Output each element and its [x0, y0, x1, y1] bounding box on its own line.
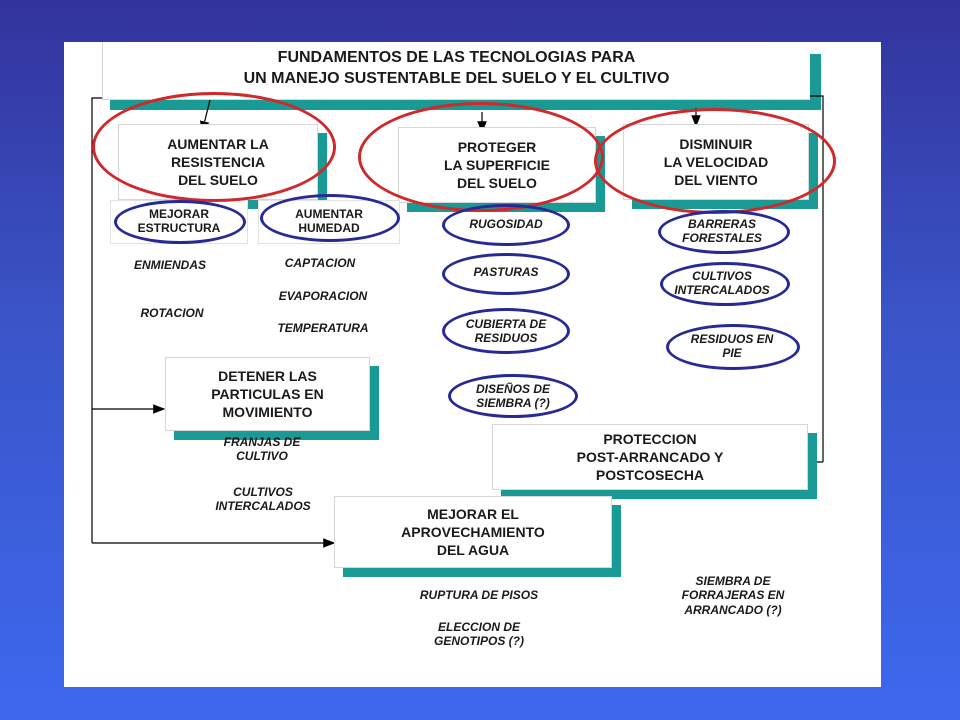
highlight-ellipse-rugosidad	[442, 204, 570, 246]
text-enmiendas: ENMIENDAS	[133, 258, 206, 272]
slide-canvas: FUNDAMENTOS DE LAS TECNOLOGIAS PARA UN M…	[64, 42, 881, 687]
box-mejorar-agua: MEJORAR EL APROVECHAMIENTO DEL AGUA	[334, 496, 612, 568]
highlight-ellipse-cubierta	[442, 308, 570, 354]
text-rotacion: ROTACION	[140, 306, 204, 320]
highlight-ellipse-velocidad	[594, 108, 836, 214]
highlight-ellipse-cultivos	[660, 262, 790, 306]
text-eleccion-genotipos: ELECCION DE GENOTIPOS (?)	[434, 620, 524, 649]
highlight-ellipse-pasturas	[442, 253, 570, 295]
highlight-ellipse-humedad	[260, 194, 400, 242]
text-evaporacion: EVAPORACION	[278, 289, 368, 303]
highlight-ellipse-resistencia	[92, 92, 336, 202]
text-siembra-forrajeras: SIEMBRA DE FORRAJERAS EN ARRANCADO (?)	[681, 574, 785, 617]
highlight-ellipse-residuos	[666, 324, 800, 370]
highlight-ellipse-proteger	[358, 102, 604, 212]
highlight-ellipse-barreras	[658, 210, 790, 254]
text-franjas-cultivo: FRANJAS DE CULTIVO	[223, 435, 301, 464]
highlight-ellipse-disenos	[448, 374, 578, 418]
box-proteccion-postarrancado: PROTECCION POST-ARRANCADO Y POSTCOSECHA	[492, 424, 808, 490]
highlight-ellipse-estructura	[114, 200, 246, 244]
text-captacion: CAPTACION	[284, 256, 356, 270]
right-bracket-line	[810, 95, 824, 462]
text-cultivos-intercalados-left: CULTIVOS INTERCALADOS	[215, 485, 311, 514]
title-shadow-right	[810, 54, 821, 110]
diagram-title: FUNDAMENTOS DE LAS TECNOLOGIAS PARA UN M…	[102, 42, 810, 100]
text-temperatura: TEMPERATURA	[277, 321, 369, 335]
left-bracket-line	[91, 97, 102, 543]
box-detener-particulas: DETENER LAS PARTICULAS EN MOVIMIENTO	[165, 357, 370, 431]
text-ruptura-pisos: RUPTURA DE PISOS	[419, 588, 539, 602]
